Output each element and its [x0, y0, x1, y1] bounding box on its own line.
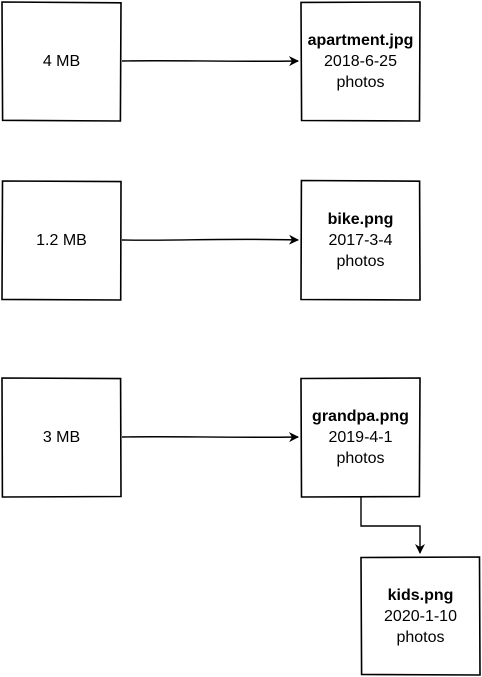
edge-bike — [121, 234, 299, 245]
file-box-bike-outline — [300, 179, 421, 301]
file-box-bike: bike.png 2017-3-4 photos — [301, 181, 420, 300]
file-box-grandpa-outline — [300, 377, 421, 498]
file-folder: photos — [396, 628, 445, 646]
edge-apartment — [121, 56, 299, 67]
file-date: 2020-1-10 — [384, 607, 457, 625]
file-box-apartment: apartment.jpg 2018-6-25 photos — [301, 2, 420, 121]
file-name: kids.png — [387, 586, 454, 604]
size-box-bike-outline — [1, 180, 122, 301]
file-date: 2018-6-25 — [324, 53, 397, 70]
size-label: 3 MB — [42, 429, 81, 446]
edge-grandpa-to-kids — [360, 497, 425, 554]
file-name: grandpa.png — [312, 408, 409, 425]
size-box-grandpa: 3 MB — [2, 378, 121, 497]
edge-grandpa — [121, 432, 299, 443]
file-name: bike.png — [327, 211, 394, 228]
size-box-bike: 1.2 MB — [2, 181, 121, 300]
file-box-kids: kids.png 2020-1-10 photos — [361, 557, 480, 675]
size-box-apartment: 4 MB — [2, 2, 121, 121]
file-folder: photos — [336, 253, 385, 270]
file-folder: photos — [336, 450, 385, 467]
file-name: apartment.jpg — [307, 32, 414, 49]
file-box-kids-outline — [360, 556, 481, 676]
size-label: 1.2 MB — [36, 232, 87, 249]
file-box-apartment-outline — [300, 1, 421, 122]
file-date: 2019-4-1 — [328, 429, 393, 446]
size-box-grandpa-outline — [1, 377, 122, 498]
size-box-apartment-outline — [1, 1, 122, 122]
file-box-grandpa: grandpa.png 2019-4-1 photos — [301, 378, 420, 497]
file-folder: photos — [336, 74, 385, 91]
size-label: 4 MB — [42, 53, 81, 70]
file-date: 2017-3-4 — [328, 232, 393, 249]
